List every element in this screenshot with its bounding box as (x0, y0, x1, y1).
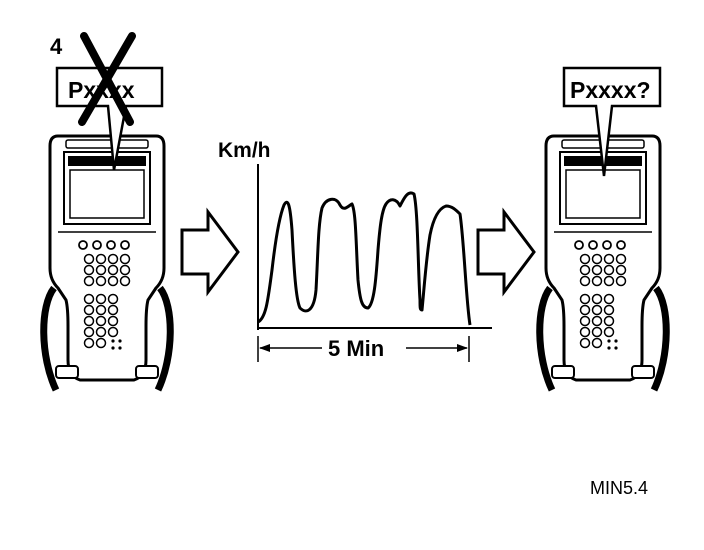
speed-axis-label: Km/h (218, 139, 271, 162)
duration-label: 5 Min (328, 336, 384, 361)
figure-code: MIN5.4 (590, 478, 648, 498)
speed-trace (257, 191, 472, 326)
right-code-label: Pxxxx? (570, 77, 651, 103)
right-code-callout: Pxxxx? (562, 66, 662, 177)
left-scan-tool-icon (44, 136, 171, 390)
x-mark-icon (78, 32, 136, 126)
speed-graph: Km/h 5 Min (218, 139, 492, 362)
right-arrow-icon (180, 210, 240, 294)
right-arrow-icon-2 (476, 210, 536, 294)
step-number: 4 (50, 34, 63, 59)
